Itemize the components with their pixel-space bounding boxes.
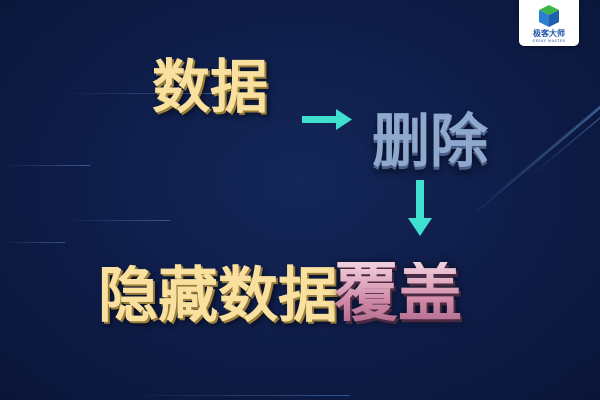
- delete-label: 删除: [372, 107, 489, 175]
- decor-line-5: [0, 242, 65, 243]
- brand-subtitle: GEEKY MASTER: [532, 39, 566, 43]
- brand-name: 极客大师: [533, 29, 565, 38]
- decor-line-2: [0, 165, 90, 166]
- decor-diagonal-2: [489, 88, 600, 199]
- data-label: 数据: [152, 53, 269, 121]
- hexagon-cube-icon: [539, 5, 559, 27]
- brand-logo: 极客大师 GEEKY MASTER: [519, 0, 579, 46]
- arrow-down-icon: [408, 180, 432, 236]
- decor-line-1: [60, 93, 230, 94]
- decor-diagonal-3: [534, 114, 600, 173]
- hidden-data-label: 隐藏数据: [98, 261, 338, 331]
- decor-line-4: [120, 395, 350, 396]
- decor-line-3: [60, 220, 170, 221]
- arrow-right-icon: [302, 109, 352, 130]
- overwrite-label: 覆盖: [334, 257, 462, 331]
